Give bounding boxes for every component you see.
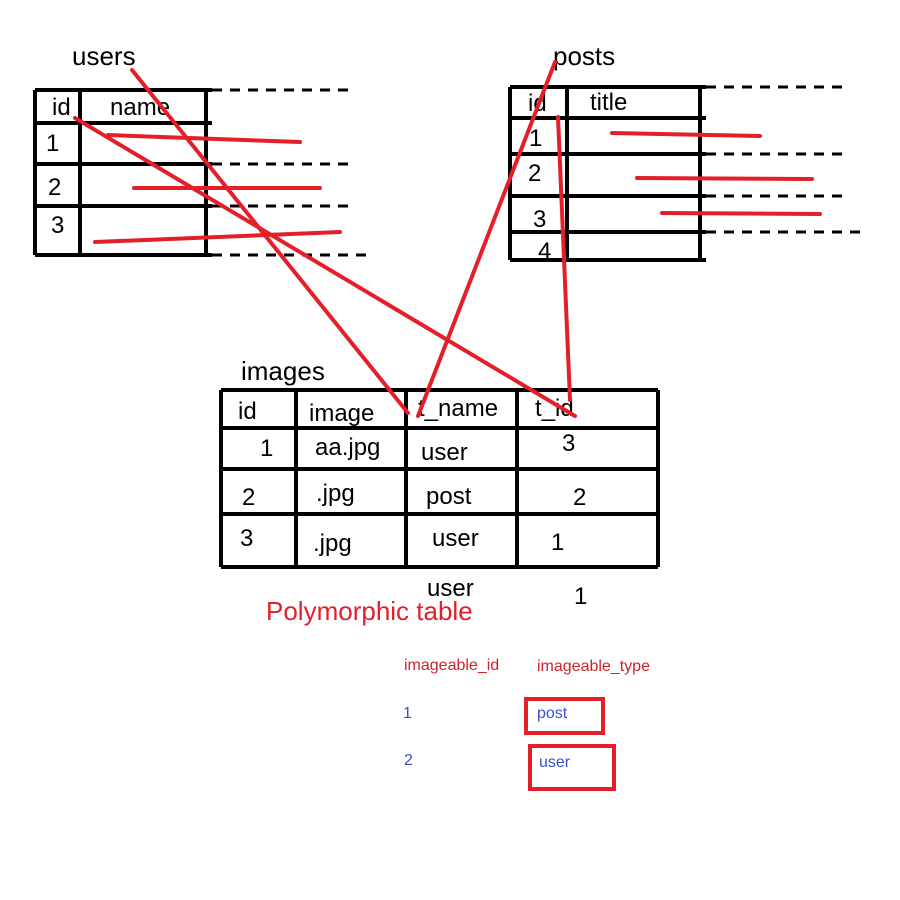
users-row-3-id: 3 [51, 212, 65, 239]
posts-to-t-name-link [416, 60, 557, 418]
users-row-1-strike [106, 133, 302, 144]
images-row-3-id: 3 [240, 525, 254, 552]
images-row-2-id: 2 [242, 484, 256, 511]
images-extra-t-name: user [427, 575, 474, 602]
polymorphic-row-2-id: 2 [404, 752, 413, 769]
images-row-1-t-id: 3 [562, 430, 576, 457]
posts-row-2-strike [635, 176, 814, 181]
users-row-1-id: 1 [46, 130, 60, 157]
posts-row-1-strike [610, 131, 762, 138]
users-row-2-id: 2 [48, 174, 62, 201]
images-header-t-name: t_name [418, 395, 499, 422]
users-to-t-name-link [130, 68, 410, 415]
polymorphic-header-imageable-id: imageable_id [404, 657, 500, 674]
polymorphic-header-imageable-type: imageable_type [537, 658, 650, 675]
post-type-highlight [524, 697, 605, 735]
polymorphic-table-title: Polymorphic table [266, 596, 473, 626]
images-header-t-id: t_id [535, 395, 574, 422]
posts-id-to-t-id-link [556, 115, 572, 402]
polymorphic-row-1-type: post [537, 705, 568, 722]
images-row-3-image: .jpg [313, 530, 352, 557]
users-erased-column [212, 84, 362, 259]
posts-header-title: title [590, 89, 628, 116]
images-row-3-t-name: user [432, 525, 479, 552]
users-id-to-t-id-link [73, 116, 577, 418]
images-row-2-t-id: 2 [573, 484, 587, 511]
images-extra-t-id: 1 [574, 583, 588, 610]
images-table-title: images [241, 356, 325, 386]
polymorphic-row-2-type: user [539, 754, 571, 771]
posts-row-2-id: 2 [528, 160, 542, 187]
images-header-image: image [309, 400, 375, 427]
images-row-2-t-name: post [426, 483, 472, 510]
images-row-1-t-name: user [421, 439, 468, 466]
images-row-3-t-id: 1 [551, 529, 565, 556]
posts-erased-column [706, 80, 861, 268]
polymorphic-row-1-id: 1 [403, 705, 412, 722]
posts-row-3-strike [660, 211, 822, 216]
posts-table-title: posts [553, 41, 616, 71]
user-type-highlight [528, 744, 616, 791]
users-row-3-strike [93, 230, 342, 244]
posts-row-4-id: 4 [538, 238, 552, 265]
images-table-grid [219, 388, 660, 569]
images-row-1-image: aa.jpg [315, 434, 381, 461]
posts-row-1-id: 1 [529, 125, 543, 152]
users-table-title: users [72, 41, 136, 71]
images-header-id: id [238, 398, 257, 425]
images-row-2-image: .jpg [316, 480, 355, 507]
users-header-id: id [52, 94, 71, 121]
posts-row-3-id: 3 [533, 206, 547, 233]
images-row-1-id: 1 [260, 435, 274, 462]
